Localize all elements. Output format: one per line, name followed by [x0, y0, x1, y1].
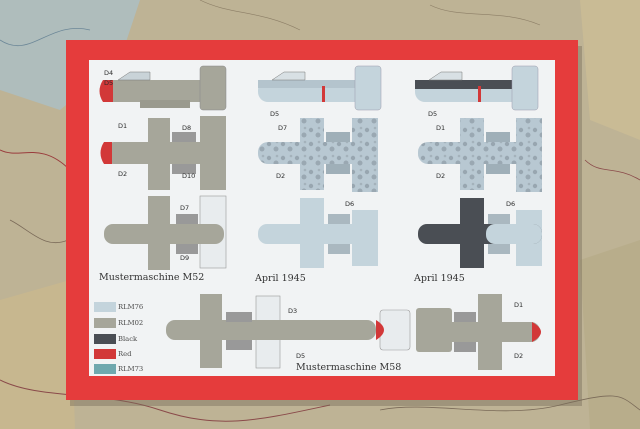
legend-label-red: Red	[118, 350, 132, 358]
caption-m58: Mustermaschine M58	[296, 362, 402, 373]
top-view-april-1	[258, 118, 378, 192]
legend-label-rlm73: RLM73	[118, 365, 144, 373]
callout-d2-m58: D2	[514, 352, 524, 360]
callout-d6-april-1: D6	[345, 200, 355, 208]
callout-d6-april-2: D6	[506, 200, 516, 208]
top-view-april-2	[418, 118, 542, 192]
callout-d3-m58: D3	[288, 307, 298, 315]
legend-label-rlm02: RLM02	[118, 319, 144, 327]
callout-d7-m52: D7	[180, 204, 190, 212]
legend-swatch-rlm73	[94, 364, 116, 374]
legend-swatch-rlm76	[94, 302, 116, 312]
top-view-m58	[416, 294, 541, 370]
underside-view-april-1	[258, 198, 378, 268]
callout-d5-april-2: D5	[428, 110, 438, 118]
callout-d1-m58: D1	[514, 301, 524, 309]
caption-m52: Mustermaschine M52	[99, 272, 205, 283]
callout-d2-april-1: D2	[276, 172, 286, 180]
underside-view-m52	[104, 195, 227, 270]
side-view-april-2	[415, 65, 539, 111]
callout-d7-april-1: D7	[278, 124, 288, 132]
side-view-m58	[166, 294, 411, 369]
legend-swatch-red	[94, 349, 116, 359]
callout-d5-april-1: D5	[270, 110, 280, 118]
callout-d4: D4	[104, 69, 114, 77]
callout-d1-m52: D1	[118, 122, 128, 130]
legend-label-black: Black	[118, 335, 138, 343]
callout-d1-april-2: D1	[436, 124, 446, 132]
callout-d10: D10	[182, 172, 196, 180]
caption-april-1945-a: April 1945	[255, 273, 306, 284]
side-view-m52	[99, 65, 227, 111]
underside-view-april-2	[418, 198, 542, 268]
callout-d8: D8	[182, 124, 192, 132]
legend-swatch-black	[94, 334, 116, 344]
callout-d9: D9	[180, 254, 190, 262]
callout-d5-m58: D5	[296, 352, 306, 360]
legend-swatch-rlm02	[94, 318, 116, 328]
callout-d2-m52: D2	[118, 170, 128, 178]
legend-label-rlm76: RLM76	[118, 303, 144, 311]
side-view-april-1	[258, 65, 382, 111]
legend-swatches	[94, 302, 116, 374]
caption-april-1945-b: April 1945	[414, 273, 465, 284]
callout-d2-april-2: D2	[436, 172, 446, 180]
callout-d5-m52-side: D5	[104, 79, 114, 87]
top-view-m52	[100, 116, 226, 190]
